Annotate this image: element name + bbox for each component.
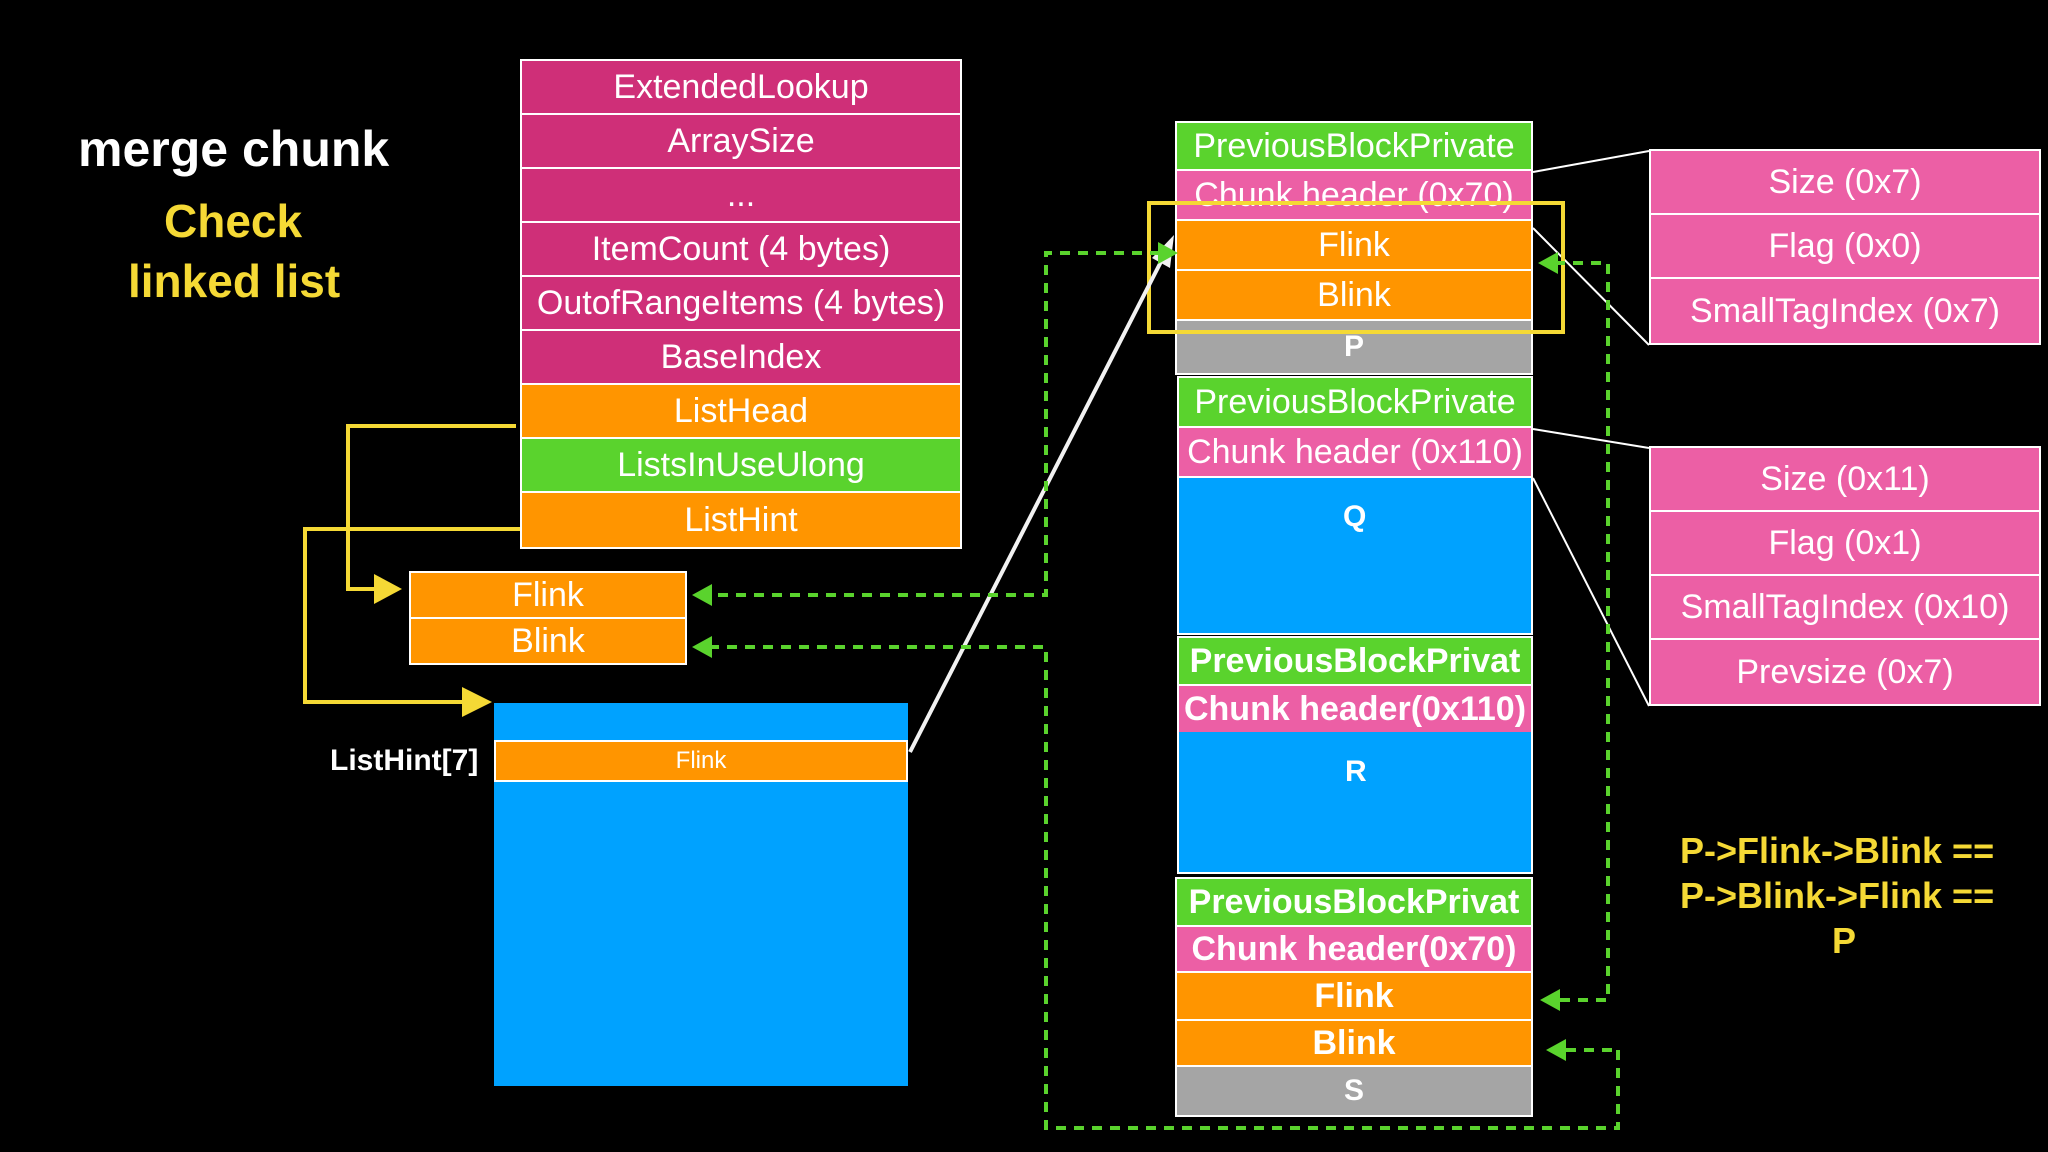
- arrowhead-p-blink: [1538, 252, 1558, 274]
- row-extended-lookup: ExtendedLookup: [520, 59, 962, 115]
- q-detail-prevsize: Prevsize (0x7): [1649, 638, 2041, 706]
- slide-title: merge chunk: [78, 121, 390, 177]
- listhead-flink: Flink: [409, 571, 687, 619]
- p-detail-smalltagindex: SmallTagIndex (0x7): [1649, 277, 2041, 345]
- subtitle-line2: linked list: [128, 255, 341, 307]
- condition-line3: P: [1832, 920, 1857, 961]
- chunk-p-body: P: [1175, 319, 1533, 375]
- chunk-r-label: R: [1345, 755, 1367, 788]
- arrowhead-s-flink: [1540, 989, 1560, 1011]
- q-detail-size: Size (0x11): [1649, 446, 2041, 512]
- chunk-p-flink: Flink: [1175, 219, 1533, 271]
- subtitle-line1: Check: [164, 195, 303, 247]
- row-lists-in-use-ulong: ListsInUseUlong: [520, 437, 962, 493]
- row-ellipsis: ...: [520, 167, 962, 223]
- row-list-hint: ListHint: [520, 491, 962, 549]
- chunk-s-blink: Blink: [1175, 1019, 1533, 1067]
- arrowhead-listhead-blink: [692, 636, 712, 658]
- q-detail-smalltagindex: SmallTagIndex (0x10): [1649, 574, 2041, 640]
- arrowhead-listhead-flink: [692, 584, 712, 606]
- header-detail-connectors: [1532, 150, 1650, 707]
- chunk-s-prev: PreviousBlockPrivat: [1175, 877, 1533, 927]
- condition-line2: P->Blink->Flink ==: [1680, 875, 1995, 916]
- chunk-p-header: Chunk header (0x70): [1175, 169, 1533, 221]
- chunk-s-header: Chunk header(0x70): [1175, 925, 1533, 973]
- chunk-p-prev: PreviousBlockPrivate: [1175, 121, 1533, 171]
- p-detail-flag: Flag (0x0): [1649, 213, 2041, 279]
- row-item-count: ItemCount (4 bytes): [520, 221, 962, 277]
- listhint-7-label: ListHint[7]: [330, 744, 479, 777]
- chunk-r-body: [1177, 732, 1533, 874]
- chunk-q-label: Q: [1343, 500, 1367, 533]
- chunk-q-body: [1177, 478, 1533, 635]
- row-array-size: ArraySize: [520, 113, 962, 169]
- listhint-to-p-arrowhead: [1152, 235, 1174, 268]
- chunk-s-body: S: [1175, 1065, 1533, 1117]
- listhead-blink: Blink: [409, 617, 687, 665]
- chunk-q-header: Chunk header (0x110): [1177, 426, 1533, 478]
- chunk-r-header: Chunk header(0x110): [1177, 684, 1533, 734]
- row-out-of-range-items: OutofRangeItems (4 bytes): [520, 275, 962, 331]
- chunk-s-flink: Flink: [1175, 971, 1533, 1021]
- row-base-index: BaseIndex: [520, 329, 962, 385]
- condition-line1: P->Flink->Blink ==: [1680, 830, 1995, 871]
- p-detail-size: Size (0x7): [1649, 149, 2041, 215]
- chunk-p-blink: Blink: [1175, 269, 1533, 321]
- listhead-arrowhead: [374, 574, 402, 604]
- listhint-arrowhead: [462, 687, 492, 717]
- listhint-7-flink: Flink: [494, 740, 908, 782]
- q-detail-flag: Flag (0x1): [1649, 510, 2041, 576]
- listhead-connector: [346, 424, 516, 591]
- row-list-head: ListHead: [520, 383, 962, 439]
- arrowhead-s-blink: [1546, 1039, 1566, 1061]
- chunk-q-prev: PreviousBlockPrivate: [1177, 376, 1533, 428]
- chunk-r-prev: PreviousBlockPrivat: [1177, 636, 1533, 686]
